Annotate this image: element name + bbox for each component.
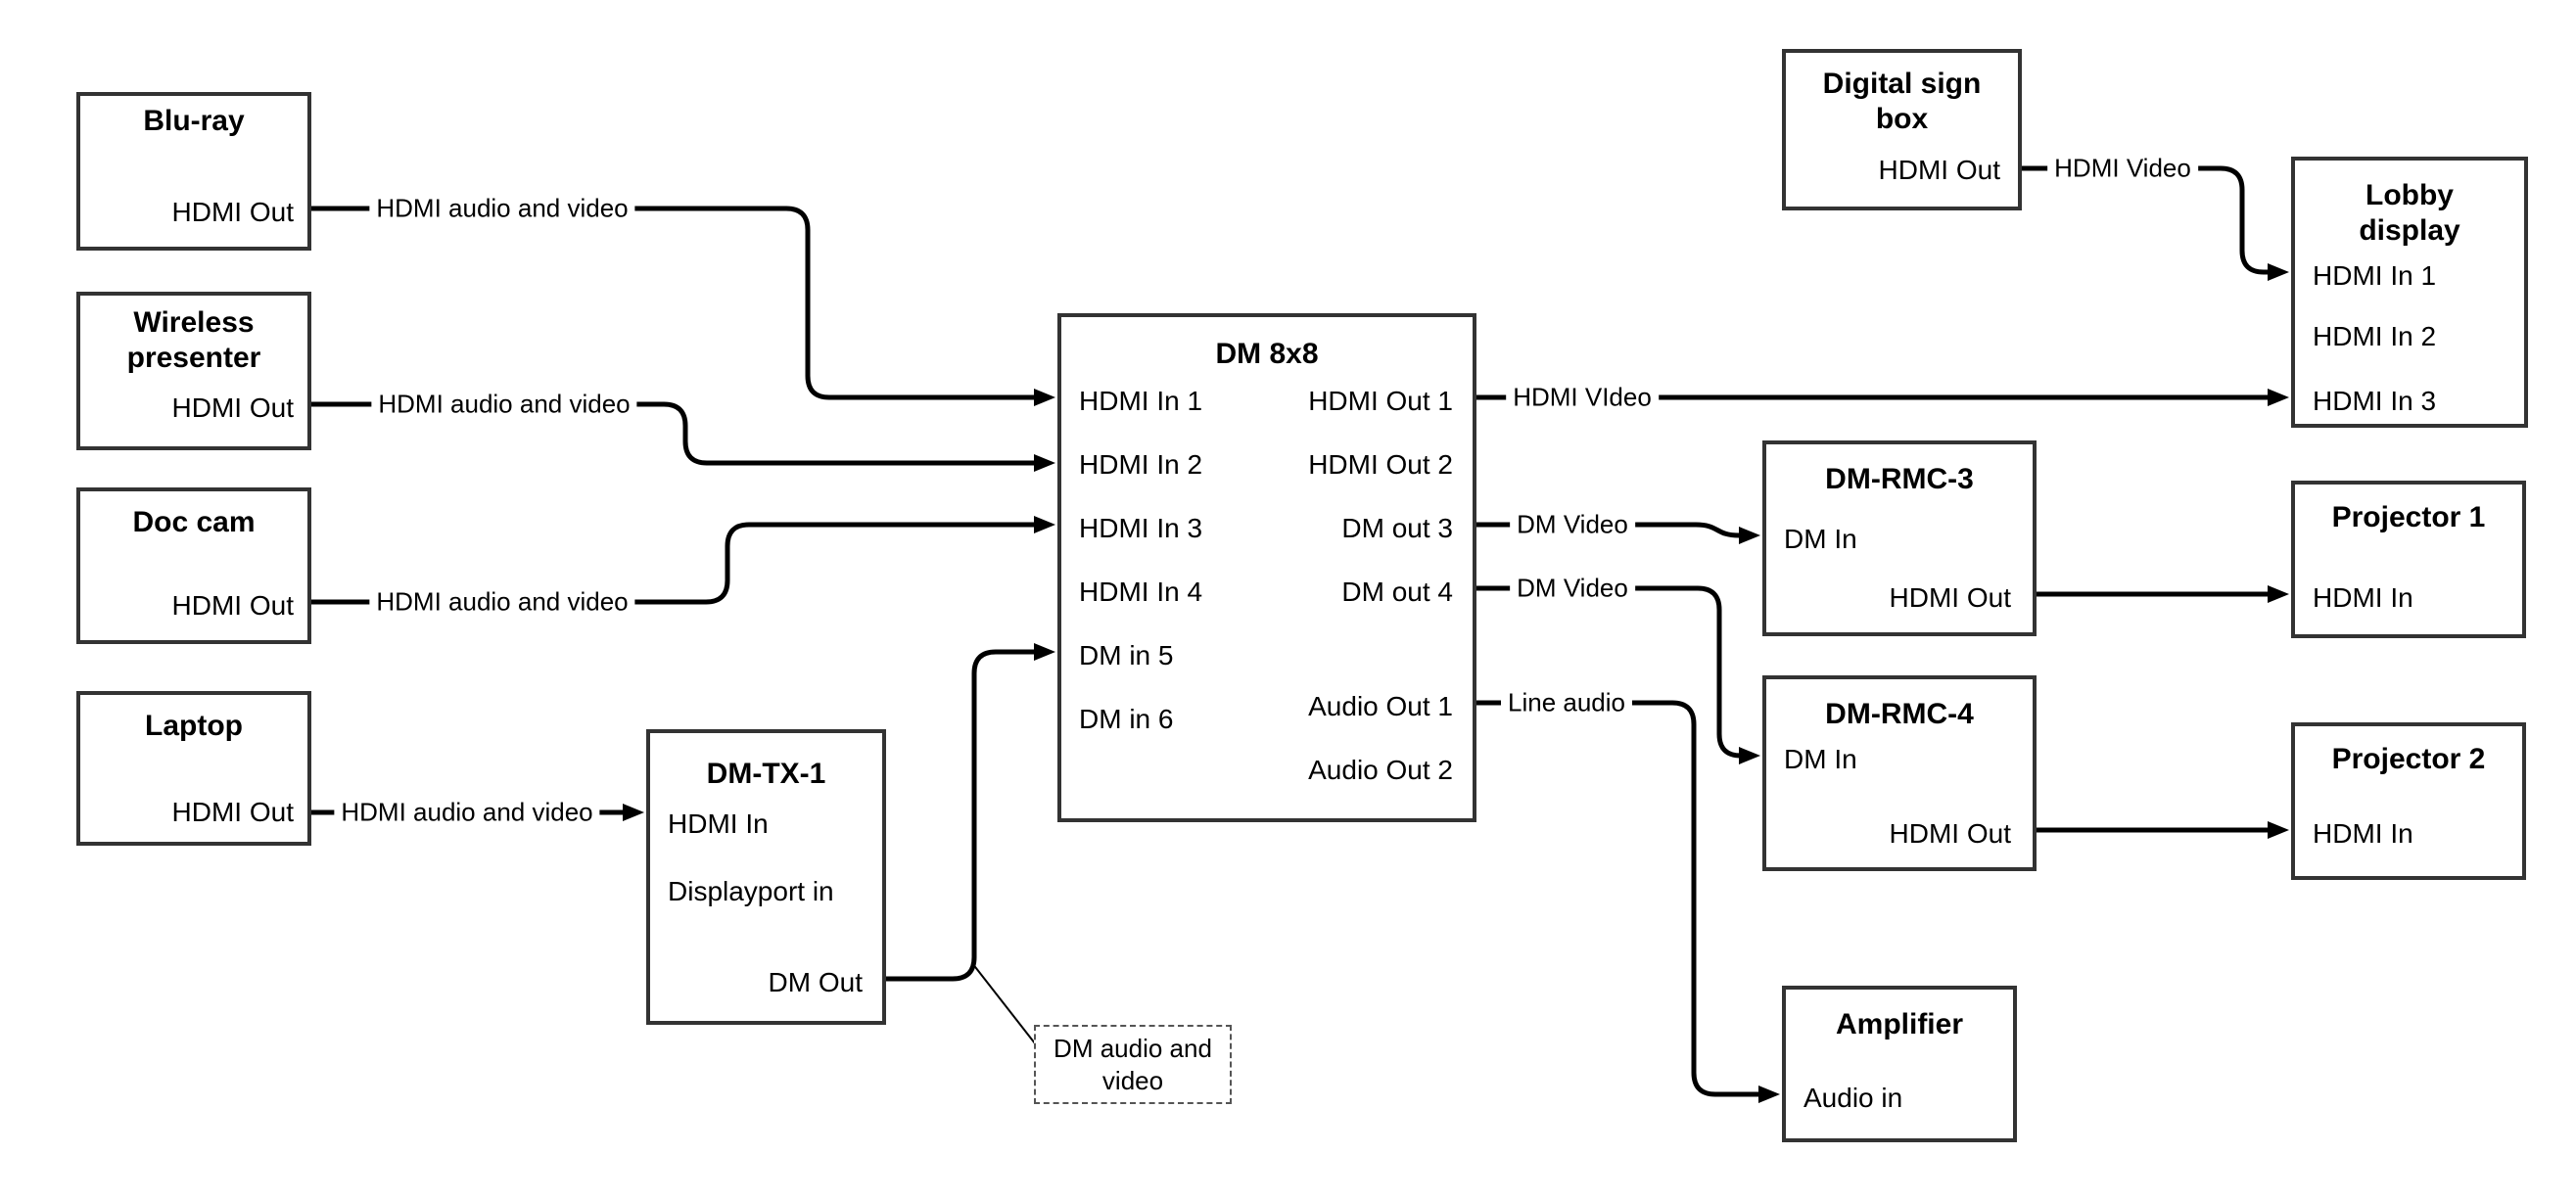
port-dm-in: DM In [1784,744,1857,774]
port-hdmi-in: HDMI In [2313,818,2413,849]
arrowhead [1739,527,1760,544]
port-hdmi-out: HDMI Out [171,393,294,423]
port-hdmi-out: HDMI Out [1878,155,2000,185]
port-hdmi-out-2: HDMI Out 2 [1308,449,1453,480]
node-title: Digital sign box [1822,68,1982,135]
node-dm-rmc-3: DM-RMC-3 DM In HDMI Out [1762,440,2037,636]
node-doc-cam: Doc cam HDMI Out [76,487,311,644]
port-hdmi-out: HDMI Out [171,197,294,227]
node-projector-2: Projector 2 HDMI In [2291,722,2526,880]
port-hdmi-out-1: HDMI Out 1 [1308,386,1453,416]
port-dm-out-4: DM out 4 [1341,577,1453,607]
port-hdmi-in-3: HDMI In 3 [1079,513,1203,543]
port-hdmi-out: HDMI Out [171,590,294,621]
arrowhead [1034,454,1055,472]
wire-digitalsign-to-lobby [2022,165,2268,275]
node-wireless-presenter: Wireless presenter HDMI Out [76,292,311,450]
port-displayport-in: Displayport in [668,876,834,906]
node-lobby-display: Lobby display HDMI In 1 HDMI In 2 HDMI I… [2291,157,2528,428]
wire-dmout4-to-rmc4 [1476,585,1742,759]
arrowhead [2268,389,2289,406]
port-hdmi-out: HDMI Out [1889,582,2011,613]
node-title: DM 8x8 [1215,338,1319,370]
node-title: Wireless presenter [126,306,261,374]
node-dm-rmc-4: DM-RMC-4 DM In HDMI Out [1762,675,2037,871]
wire-dmtx1-to-dm8x8 [886,649,1036,982]
port-hdmi-in-1: HDMI In 1 [2313,260,2437,291]
node-title: DM-RMC-4 [1825,698,1974,730]
wire-bluray-to-dm8x8 [311,206,1036,400]
node-digital-sign-box: Digital sign box HDMI Out [1782,49,2022,210]
wire-label-digital-sign: HDMI Video [2047,151,2198,186]
arrowhead [2268,263,2289,281]
port-hdmi-in-1: HDMI In 1 [1079,386,1203,416]
port-hdmi-out: HDMI Out [171,797,294,827]
port-hdmi-in: HDMI In [668,808,769,839]
node-title: DM-RMC-3 [1825,463,1974,495]
note-leader-line [971,962,1036,1044]
port-dm-out-3: DM out 3 [1341,513,1453,543]
wire-label-line-audio: Line audio [1501,685,1632,720]
port-hdmi-in-3: HDMI In 3 [2313,386,2437,416]
wire-dmout3-to-rmc3 [1476,522,1740,538]
port-dm-out: DM Out [768,967,863,997]
annotation-note: DM audio and video [1034,1025,1232,1104]
wire-label-dm-video-out4: DM Video [1510,571,1635,606]
wire-audioout1-to-amp [1476,700,1758,1097]
node-title: Projector 2 [2331,743,2486,775]
port-hdmi-in-2: HDMI In 2 [1079,449,1203,480]
wire-doccam-to-dm8x8 [311,522,1036,605]
node-dm-8x8: DM 8x8 HDMI In 1 HDMI In 2 HDMI In 3 HDM… [1057,313,1476,822]
arrowhead [2268,821,2289,839]
port-hdmi-in-4: HDMI In 4 [1079,577,1203,607]
node-title: DM-TX-1 [706,758,826,790]
node-bluray: Blu-ray HDMI Out [76,92,311,251]
arrowhead [2268,585,2289,603]
arrowhead [1739,747,1760,764]
port-audio-in: Audio in [1803,1083,1903,1113]
port-dm-in-6: DM in 6 [1079,704,1174,734]
port-audio-out-1: Audio Out 1 [1308,691,1453,721]
node-title: Blu-ray [143,105,245,137]
arrowhead [1034,643,1055,661]
node-laptop: Laptop HDMI Out [76,691,311,846]
wire-wireless-to-dm8x8 [311,401,1036,466]
node-dm-tx-1: DM-TX-1 HDMI In Displayport in DM Out [646,729,886,1025]
port-hdmi-out: HDMI Out [1889,818,2011,849]
node-title: Projector 1 [2331,501,2486,533]
arrowhead [1758,1086,1780,1103]
arrowhead [623,804,644,821]
port-hdmi-in: HDMI In [2313,582,2413,613]
node-title: Doc cam [132,506,256,538]
arrowhead [1034,389,1055,406]
wire-label-dm-video-out3: DM Video [1510,507,1635,542]
node-title: Lobby display [2359,179,2460,247]
node-projector-1: Projector 1 HDMI In [2291,481,2526,638]
wire-label-wireless: HDMI audio and video [371,387,637,422]
port-hdmi-in-2: HDMI In 2 [2313,321,2437,351]
port-dm-in: DM In [1784,524,1857,554]
node-title: Amplifier [1835,1008,1964,1040]
node-title: Laptop [145,710,243,742]
port-dm-in-5: DM in 5 [1079,640,1174,670]
port-audio-out-2: Audio Out 2 [1308,755,1453,785]
wire-label-doccam: HDMI audio and video [369,584,635,620]
wire-label-hdmi-video-out1: HDMI VIdeo [1506,380,1659,415]
wire-label-laptop: HDMI audio and video [334,795,600,830]
wire-label-bluray: HDMI audio and video [369,191,635,226]
arrowhead [1034,516,1055,533]
node-amplifier: Amplifier Audio in [1782,986,2017,1142]
